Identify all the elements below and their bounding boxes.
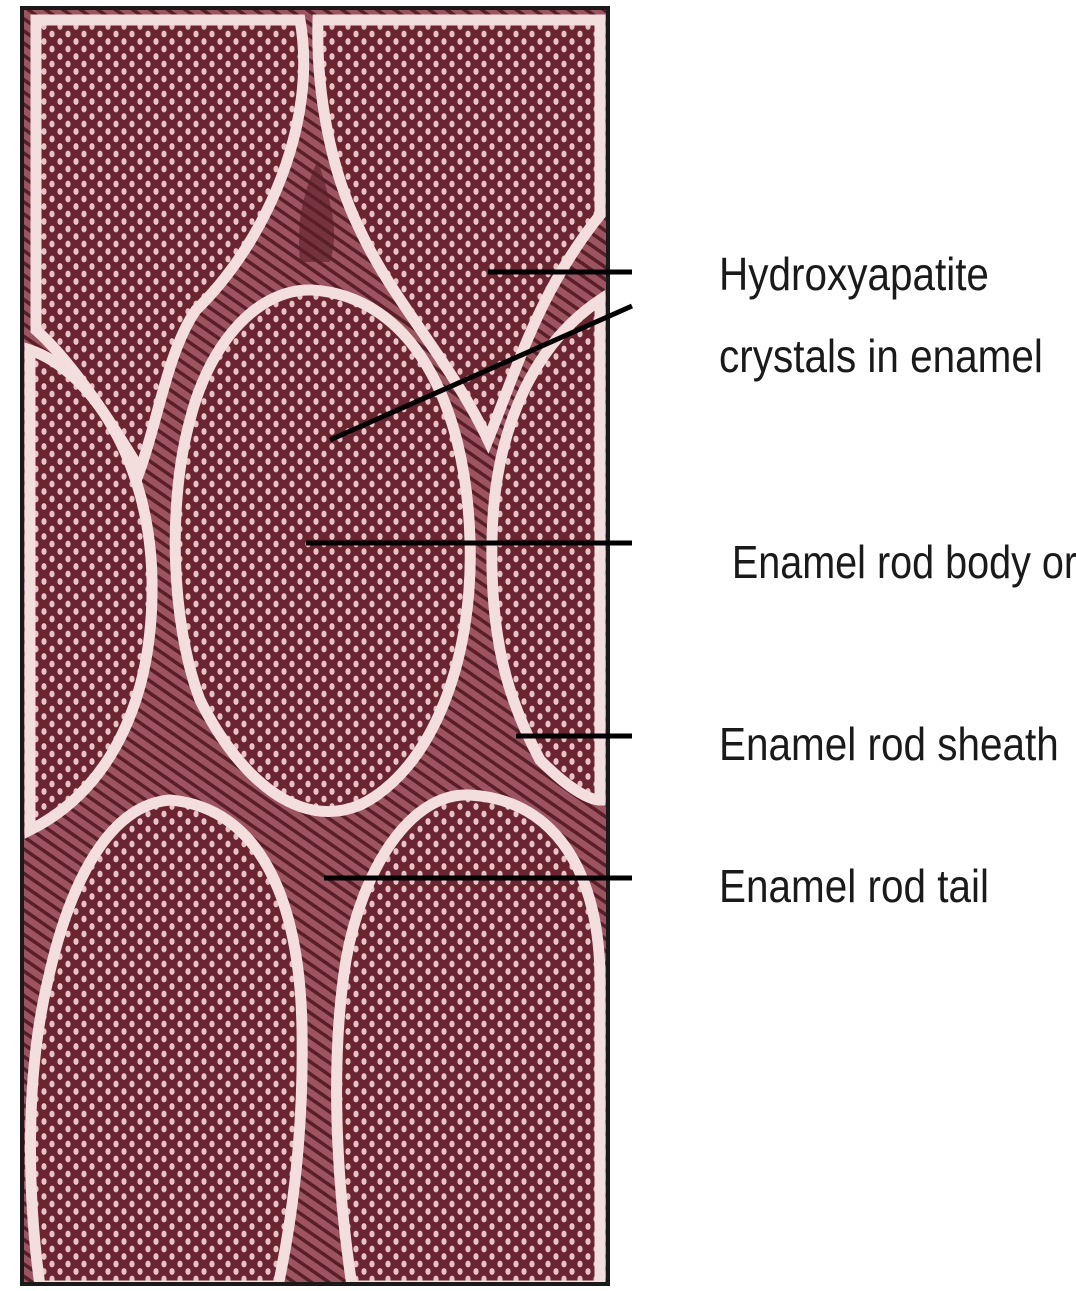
label-rod-tail: Enamel rod tail [719,862,989,913]
label-hydroxyapatite-line1: Hydroxyapatite [719,250,989,301]
labels: Hydroxyapatite crystals in enamel Enamel… [719,250,1076,913]
label-rod-sheath: Enamel rod sheath [719,720,1059,771]
label-rod-body: Enamel rod body or head [732,537,1076,588]
label-hydroxyapatite-line2: crystals in enamel [719,332,1043,383]
micrograph [22,8,608,1286]
enamel-rod-center [175,290,470,812]
enamel-rod-bottom-right [337,795,600,1286]
